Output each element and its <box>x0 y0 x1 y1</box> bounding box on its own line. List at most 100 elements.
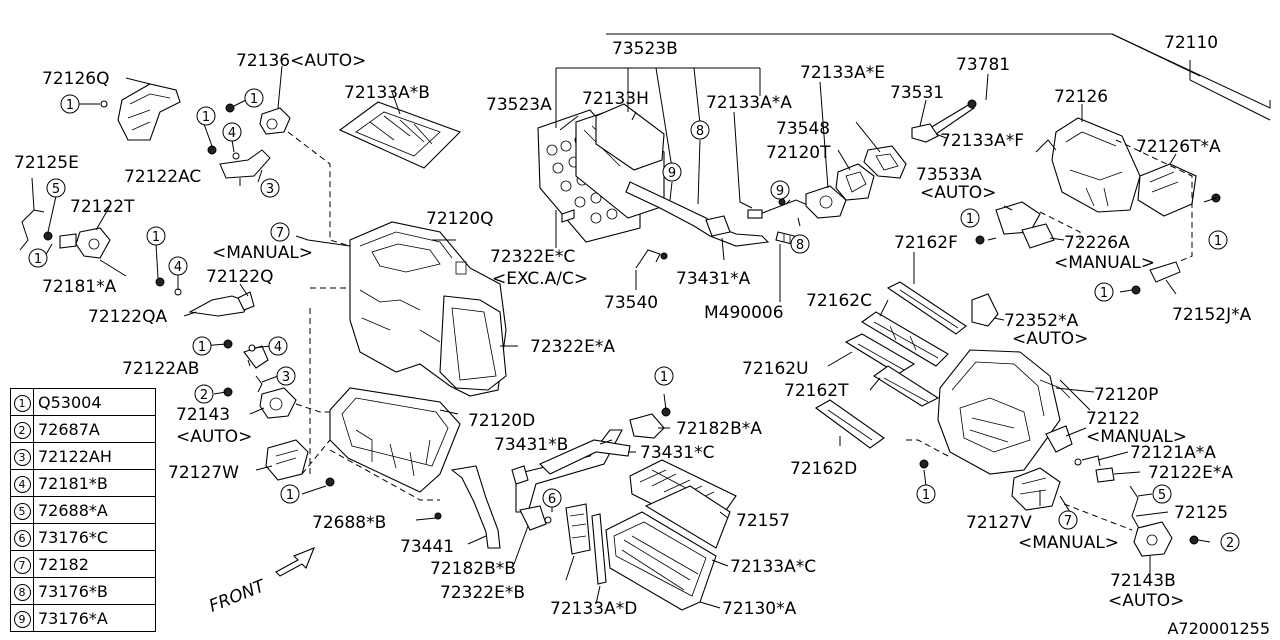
label-auto2: <AUTO> <box>920 183 996 203</box>
label-72125e: 72125E <box>14 153 79 173</box>
label-73431c: 73431*C <box>640 443 714 463</box>
label-72133ac: 72133A*C <box>730 557 816 577</box>
label-73781: 73781 <box>956 55 1010 75</box>
label-72126q: 72126Q <box>42 69 109 89</box>
label-73540: 73540 <box>604 293 658 313</box>
part-73431a-drawing <box>625 181 811 247</box>
svg-text:1: 1 <box>250 92 258 107</box>
label-72157: 72157 <box>736 511 790 531</box>
part-72322eb-drawing <box>565 503 591 555</box>
label-72122t: 72122T <box>70 197 135 217</box>
label-72133ab: 72133A*B <box>344 83 430 103</box>
label-73523b: 73523B <box>612 39 678 59</box>
part-72133aa-drawing <box>595 103 665 171</box>
label-72122qa: 72122QA <box>88 307 167 327</box>
svg-text:1: 1 <box>1214 234 1222 249</box>
callout-3: 3 <box>276 366 296 386</box>
label-72133aa: 72133A*A <box>706 93 792 113</box>
label-73523a: 73523A <box>486 95 552 115</box>
label-73431b: 73431*B <box>494 435 568 455</box>
label-72120d: 72120D <box>468 411 535 431</box>
svg-text:1: 1 <box>152 230 160 245</box>
legend-number: 2 <box>13 422 31 439</box>
callout-1: 1 <box>1208 230 1228 250</box>
label-72162t: 72162T <box>784 381 849 401</box>
legend-number: 1 <box>13 395 31 412</box>
label-72133af: 72133A*F <box>940 131 1024 151</box>
callout-9: 9 <box>770 180 790 200</box>
label-72121aa: 72121A*A <box>1130 443 1216 463</box>
part-72182ba-drawing <box>629 407 671 439</box>
label-72122ab: 72122AB <box>122 359 199 379</box>
part-72122-drawing <box>1045 425 1073 453</box>
label-72122ac: 72122AC <box>124 167 201 187</box>
legend-part: 72181*B <box>33 469 156 497</box>
callout-1: 1 <box>916 484 936 504</box>
front-label: FRONT <box>206 576 269 617</box>
label-manual4: <MANUAL> <box>1018 533 1119 553</box>
svg-text:1: 1 <box>1100 286 1108 301</box>
part-72126ta-drawing <box>1137 163 1221 217</box>
legend-part: 73176*B <box>33 577 156 605</box>
callout-8: 8 <box>790 234 810 254</box>
label-72226a: 72226A <box>1064 233 1130 253</box>
label-auto4: <AUTO> <box>1108 591 1184 611</box>
callout-9: 9 <box>662 162 682 182</box>
part-72322ea-drawing <box>439 295 507 391</box>
part-72133ad-drawing <box>591 513 607 585</box>
label-73548: 73548 <box>776 119 830 139</box>
part-72152ja-drawing <box>1131 261 1181 295</box>
part-73781-drawing <box>929 99 977 135</box>
label-72125: 72125 <box>1174 503 1228 523</box>
callout-4: 4 <box>168 256 188 276</box>
callout-8: 8 <box>690 120 710 140</box>
label-72162c: 72162C <box>806 291 872 311</box>
part-72126q-drawing <box>100 83 181 141</box>
legend-part: 73176*C <box>33 523 156 551</box>
callout-1: 1 <box>60 94 80 114</box>
svg-text:1: 1 <box>966 212 974 227</box>
label-72130a: 72130*A <box>722 599 797 619</box>
label-72152ja: 72152J*A <box>1172 305 1252 325</box>
svg-text:3: 3 <box>266 182 274 197</box>
legend-number: 3 <box>13 449 31 466</box>
legend-part: 73176*A <box>33 604 156 632</box>
part-72120p-drawing <box>937 349 1071 475</box>
svg-text:1: 1 <box>286 488 294 503</box>
label-72120q: 72120Q <box>426 209 493 229</box>
part-72136-drawing <box>225 103 291 135</box>
part-72122ab-drawing <box>223 339 269 393</box>
part-72162t-drawing <box>873 365 940 407</box>
label-72143b: 72143B <box>1110 571 1176 591</box>
svg-text:8: 8 <box>796 238 804 253</box>
svg-text:1: 1 <box>922 488 930 503</box>
legend-number: 9 <box>13 611 31 628</box>
svg-text:7: 7 <box>276 226 284 241</box>
callout-4: 4 <box>268 336 288 356</box>
legend-number: 5 <box>13 503 31 520</box>
legend-number: 7 <box>13 557 31 574</box>
part-72125-drawing <box>1129 485 1141 531</box>
part-72120t-drawing <box>778 185 847 219</box>
svg-text:4: 4 <box>228 126 236 141</box>
part-72133ae-drawing <box>863 145 907 179</box>
diagram-id: A720001255 <box>1167 619 1270 638</box>
svg-text:4: 4 <box>274 340 282 355</box>
svg-text:2: 2 <box>200 388 208 403</box>
legend-part: 72182 <box>33 550 156 578</box>
part-72352a-drawing <box>971 293 999 327</box>
part-72143b-drawing <box>1133 521 1199 557</box>
callout-5: 5 <box>46 178 66 198</box>
label-72352a: 72352*A <box>1004 311 1079 331</box>
label-72122: 72122 <box>1086 409 1140 429</box>
part-72127w-drawing <box>265 439 335 487</box>
svg-text:1: 1 <box>66 98 74 113</box>
label-72120t: 72120T <box>766 143 831 163</box>
